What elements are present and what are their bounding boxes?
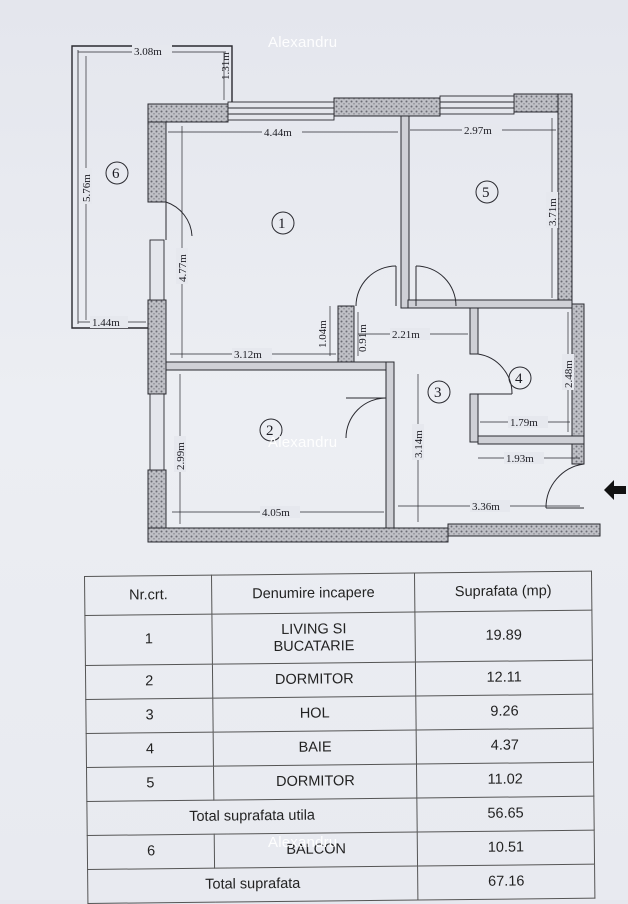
dim-hall-height: 3.14m [413,430,425,458]
area-table: Nr.crt. Denumire incapere Suprafata (mp)… [84,571,595,904]
table-row: 3 HOL 9.26 [85,694,594,734]
row-nr: 5 [86,766,215,802]
floor-plan: 3.08m 1.31m 5.76m 1.44m 4.44m 2.97m 4.77… [71,45,626,543]
row-name: DORMITOR [212,662,416,699]
row-nr: 1 [84,614,213,666]
entrance-arrow-icon [604,480,626,500]
exterior-walls [147,93,601,543]
row-area: 4.37 [416,728,594,765]
dim-bath-height: 2.48m [563,360,575,388]
total-row: Total suprafata 67.16 [87,864,595,904]
room-number-6: 6 [112,166,120,182]
dim-hall-width: 2.21m [392,329,420,341]
row-nr: 2 [85,664,214,700]
header-area: Suprafata (mp) [414,571,592,613]
row-area: 11.02 [416,762,594,799]
total-util-value: 56.65 [416,796,595,833]
table-row: 1 LIVING SI BUCATARIE 19.89 [84,610,593,666]
row-name: BAIE [213,730,417,767]
total-label: Total suprafata [87,866,419,904]
total-util-row: Total suprafata utila 56.65 [86,796,595,836]
dim-balcony-side: 5.76m [81,174,93,202]
dim-living-height: 4.77m [177,254,189,282]
row-name: DORMITOR [213,764,417,801]
dim-living-bottom: 3.12m [234,349,262,361]
row-nr: 4 [86,732,214,768]
row-area: 10.51 [417,830,595,867]
row-area: 12.11 [415,660,593,697]
room-number-5: 5 [482,185,490,201]
dim-step-b: 0.91m [357,324,369,352]
table-row: 5 DORMITOR 11.02 [86,762,594,802]
row-name-line2: BUCATARIE [273,637,355,655]
row-area: 19.89 [415,610,593,663]
room-markers [105,161,532,442]
doors [165,201,585,509]
dim-hall-bottom: 1.93m [506,453,534,465]
row-name: LIVING SI BUCATARIE [212,612,416,665]
table-header-row: Nr.crt. Denumire incapere Suprafata (mp) [84,571,592,616]
dim-room2-width: 4.05m [262,507,290,519]
dim-balcony-bottom: 1.44m [92,317,120,329]
row-nr: 3 [85,698,214,734]
windows [149,95,515,471]
watermark-top: Alexandru [268,34,338,51]
dim-room2-height: 2.99m [175,442,187,470]
dim-hall-length: 3.36m [472,501,500,513]
watermark-bottom: Alexandru [268,834,338,851]
room-number-4: 4 [515,371,523,387]
dim-balcony-top: 3.08m [134,46,162,58]
dim-balcony-small: 1.31m [220,52,232,80]
header-nr: Nr.crt. [84,575,213,616]
table-row: 2 DORMITOR 12.11 [85,660,593,700]
interior-walls [165,115,585,529]
dim-step-a: 1.04m [317,320,329,348]
dim-living-width: 4.44m [264,127,292,139]
total-util-label: Total suprafata utila [86,798,418,836]
room-number-2: 2 [266,423,274,439]
dimension-labels: 3.08m 1.31m 5.76m 1.44m 4.44m 2.97m 4.77… [80,45,575,519]
room-number-3: 3 [434,385,442,401]
row-name: HOL [213,696,417,733]
dim-room5-width: 2.97m [464,125,492,137]
header-name: Denumire incapere [211,573,416,615]
dim-room5-height: 3.71m [547,198,559,226]
row-nr: 6 [87,834,215,870]
dim-bath-width: 1.79m [510,417,538,429]
total-value: 67.16 [417,864,595,901]
watermark-middle: Alexandru [268,434,338,451]
table-row: 4 BAIE 4.37 [86,728,594,768]
room-number-1: 1 [278,216,286,232]
row-area: 9.26 [415,694,594,731]
balcony-row: 6 BALCON 10.51 [87,830,595,870]
row-name-line1: LIVING SI [281,620,347,638]
